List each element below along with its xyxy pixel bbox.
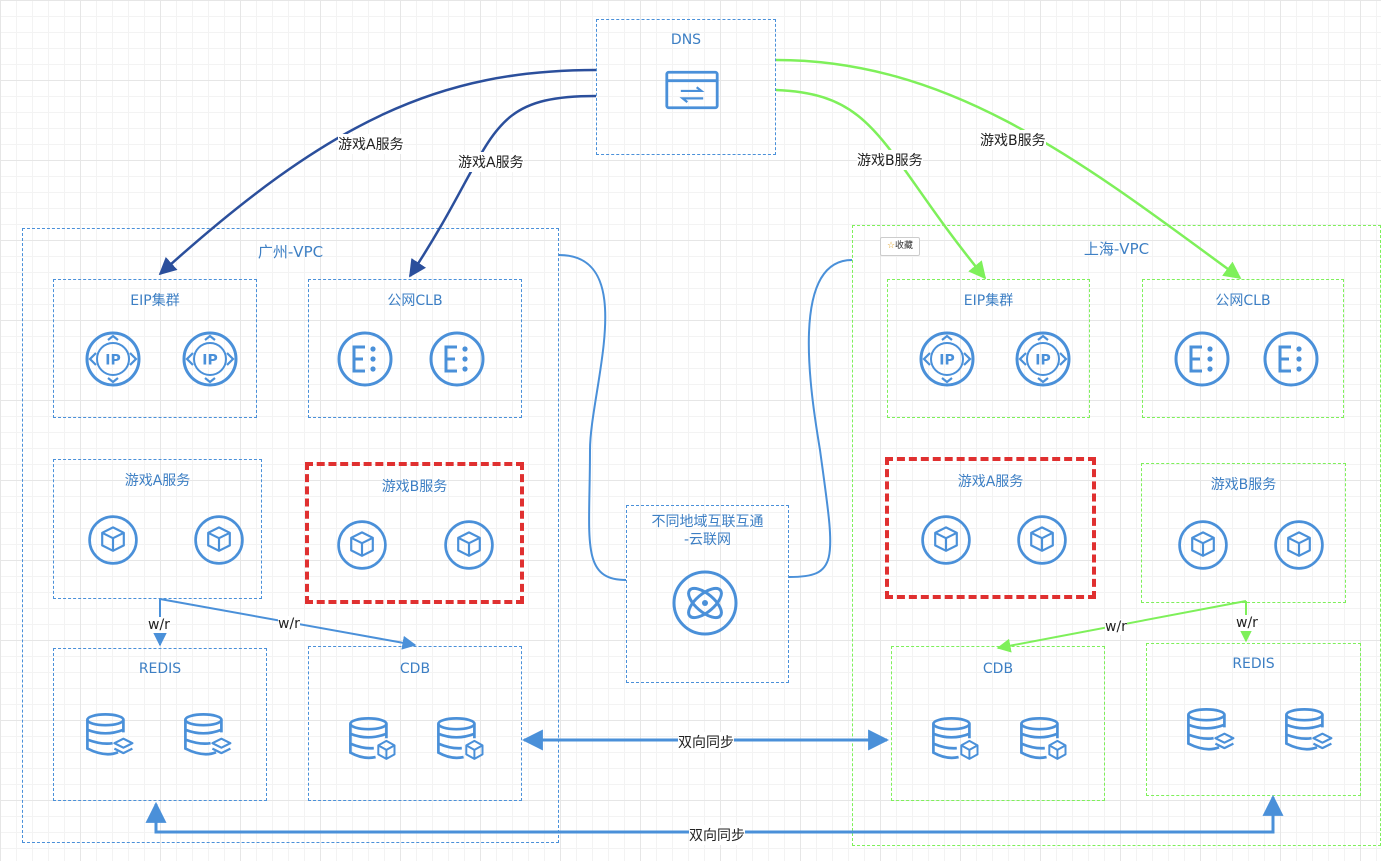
- edge-label-dns-sh-clb: 游戏B服务: [980, 130, 1046, 150]
- edge-sh-vpc-ccn[interactable]: [788, 259, 853, 578]
- edge-label-gz-wr-cdb: w/r: [278, 616, 300, 632]
- edge-label-gz-wr-redis: w/r: [148, 617, 170, 633]
- edge-label-sh-wr-redis: w/r: [1236, 615, 1258, 631]
- sh-game-b-service[interactable]: 游戏B服务: [1141, 463, 1346, 603]
- edge-dns-sh-eip[interactable]: [775, 88, 987, 280]
- edge-dns-gz-clb[interactable]: [408, 94, 597, 278]
- sh-game-a-label: 游戏A服务: [957, 474, 1024, 490]
- dns-node[interactable]: DNS: [596, 19, 776, 155]
- gz-eip-label: EIP集群: [130, 293, 180, 309]
- sh-clb-label: 公网CLB: [1215, 293, 1271, 309]
- gz-game-a-service[interactable]: 游戏A服务: [53, 459, 262, 599]
- edge-label-dns-sh-eip: 游戏B服务: [857, 150, 923, 170]
- edge-label-cdb-sync: 双向同步: [678, 732, 734, 752]
- dns-label: DNS: [670, 32, 702, 48]
- ccn-label-line1: 不同地域互联互通: [651, 514, 764, 530]
- gz-eip-cluster[interactable]: EIP集群: [53, 279, 257, 418]
- gz-clb-label: 公网CLB: [387, 293, 443, 309]
- gz-game-a-label: 游戏A服务: [124, 473, 191, 489]
- ccn-label-line2: -云联网: [683, 532, 732, 548]
- gz-game-b-label: 游戏B服务: [381, 479, 448, 495]
- star-icon: ☆: [886, 241, 896, 251]
- sh-public-clb[interactable]: 公网CLB: [1142, 279, 1344, 418]
- gz-public-clb[interactable]: 公网CLB: [308, 279, 522, 418]
- gz-redis-label: REDIS: [138, 661, 182, 677]
- sh-eip-label: EIP集群: [963, 293, 1014, 309]
- edge-label-redis-sync: 双向同步: [689, 825, 745, 845]
- sh-eip-cluster[interactable]: EIP集群: [887, 279, 1090, 418]
- edge-label-sh-wr-cdb: w/r: [1105, 619, 1127, 635]
- sh-redis-label: REDIS: [1232, 656, 1275, 672]
- edge-dns-sh-clb[interactable]: [775, 58, 1242, 280]
- sh-game-a-service[interactable]: 游戏A服务: [885, 457, 1096, 599]
- bookmark-label: 收藏: [895, 241, 914, 251]
- gz-cdb-label: CDB: [399, 661, 431, 677]
- sh-cdb-label: CDB: [982, 661, 1014, 677]
- shanghai-vpc-label: 上海-VPC: [1083, 240, 1150, 258]
- edge-dns-gz-eip[interactable]: [158, 68, 597, 276]
- ccn-node[interactable]: 不同地域互联互通 -云联网: [626, 505, 789, 683]
- edge-label-dns-gz-eip: 游戏A服务: [338, 134, 404, 154]
- guangzhou-vpc[interactable]: 广州-VPC: [22, 228, 559, 843]
- gz-game-b-service[interactable]: 游戏B服务: [305, 462, 524, 604]
- sh-game-b-label: 游戏B服务: [1210, 477, 1277, 493]
- edge-label-dns-gz-clb: 游戏A服务: [458, 152, 524, 172]
- edge-gz-vpc-ccn[interactable]: [558, 254, 627, 581]
- guangzhou-vpc-label: 广州-VPC: [257, 243, 324, 261]
- bookmark-tag[interactable]: ☆收藏: [880, 237, 920, 256]
